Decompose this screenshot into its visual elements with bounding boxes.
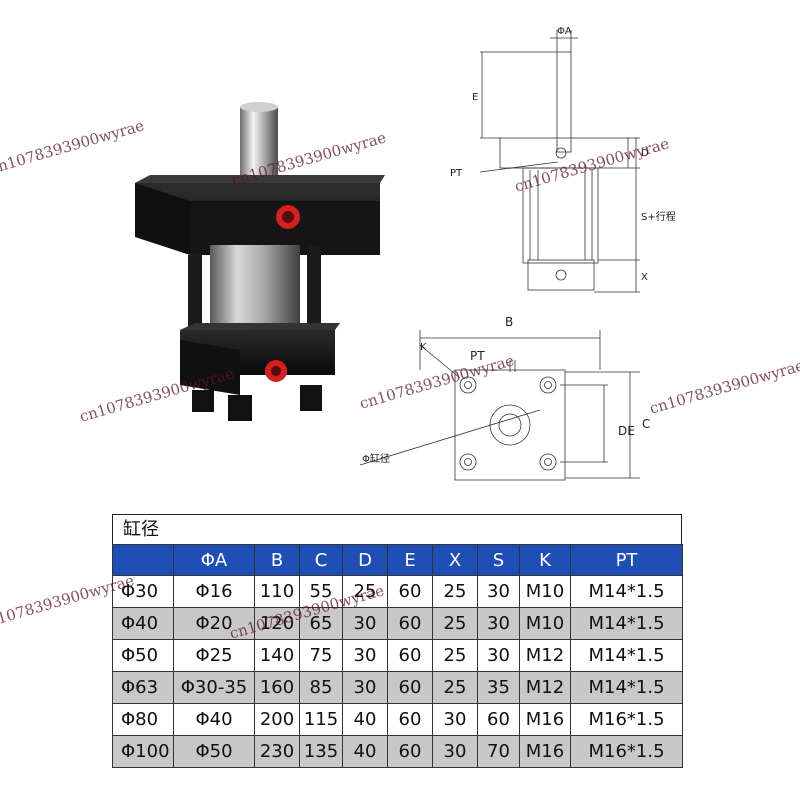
label-PT-front: PT [470,349,485,363]
table-cell: 120 [254,607,300,640]
table-cell: M14*1.5 [570,575,683,608]
label-B: B [505,315,513,329]
table-cell: M14*1.5 [570,639,683,672]
table-cell: 60 [387,703,433,736]
table-cell: 200 [254,703,300,736]
table-cell: 30 [342,639,388,672]
table-cell: 30 [342,607,388,640]
table-cell: 60 [387,607,433,640]
table-cell: M14*1.5 [570,671,683,704]
table-header-row: ΦA B C D E X S K PT [112,544,683,576]
cylinder-product-image [135,102,385,421]
label-C: C [642,417,650,431]
header-cell: X [432,544,478,576]
table-cell: Φ20 [173,607,255,640]
table-cell: M16*1.5 [570,735,683,768]
table-cell: Φ100 [112,735,174,768]
table-cell: 140 [254,639,300,672]
table-cell: 60 [477,703,520,736]
label-bore: Φ缸径 [362,452,390,465]
header-cell [112,544,174,576]
table-cell: M10 [519,607,571,640]
table-cell: M16*1.5 [570,703,683,736]
table-cell: 30 [432,735,478,768]
table-cell: Φ30-35 [173,671,255,704]
table-cell: 70 [477,735,520,768]
table-cell: Φ80 [112,703,174,736]
table-cell: 65 [299,607,343,640]
header-cell: ΦA [173,544,255,576]
table-cell: M12 [519,671,571,704]
table-cell: Φ63 [112,671,174,704]
table-cell: M16 [519,735,571,768]
table-cell: 60 [387,575,433,608]
table-cell: 40 [342,735,388,768]
table-cell: Φ50 [173,735,255,768]
table-cell: 30 [477,639,520,672]
table-cell: 85 [299,671,343,704]
table-cell: 230 [254,735,300,768]
table-cell: 30 [432,703,478,736]
table-cell: M10 [519,575,571,608]
table-cell: Φ40 [112,607,174,640]
table-cell: Φ25 [173,639,255,672]
table-cell: 55 [299,575,343,608]
table-cell: 25 [432,607,478,640]
header-cell: K [519,544,571,576]
table-cell: M12 [519,639,571,672]
table-cell: 30 [342,671,388,704]
table-cell: 60 [387,671,433,704]
table-cell: Φ16 [173,575,255,608]
header-cell: C [299,544,343,576]
table-cell: 135 [299,735,343,768]
table-cell: 30 [477,607,520,640]
table-cell: 25 [432,639,478,672]
table-cell: Φ50 [112,639,174,672]
header-cell: B [254,544,300,576]
table-cell: 75 [299,639,343,672]
table-cell: 60 [387,639,433,672]
table-cell: Φ30 [112,575,174,608]
header-cell: D [342,544,388,576]
label-E: E [472,92,478,103]
header-cell: E [387,544,433,576]
table-caption: 缸径 [112,514,682,544]
table-cell: 30 [477,575,520,608]
table-cell: 115 [299,703,343,736]
table-cell: 60 [387,735,433,768]
table-cell: 160 [254,671,300,704]
label-phiA: ΦA [557,26,572,37]
label-stroke: S+行程 [641,210,676,223]
label-DE: DE [618,424,635,438]
header-cell: PT [570,544,683,576]
table-cell: 25 [432,575,478,608]
table-cell: 40 [342,703,388,736]
table-cell: Φ40 [173,703,255,736]
table-cell: M16 [519,703,571,736]
header-cell: S [477,544,520,576]
dimension-drawing: ΦA E PT D S+行程 X B K PT DE C Φ缸径 [360,26,676,481]
label-X: X [641,272,648,283]
table-cell: 110 [254,575,300,608]
table-cell: 35 [477,671,520,704]
table-cell: M14*1.5 [570,607,683,640]
table-cell: 25 [342,575,388,608]
label-PT-side: PT [450,168,463,179]
label-D: D [641,148,649,159]
label-K: K [420,342,427,353]
table-cell: 25 [432,671,478,704]
